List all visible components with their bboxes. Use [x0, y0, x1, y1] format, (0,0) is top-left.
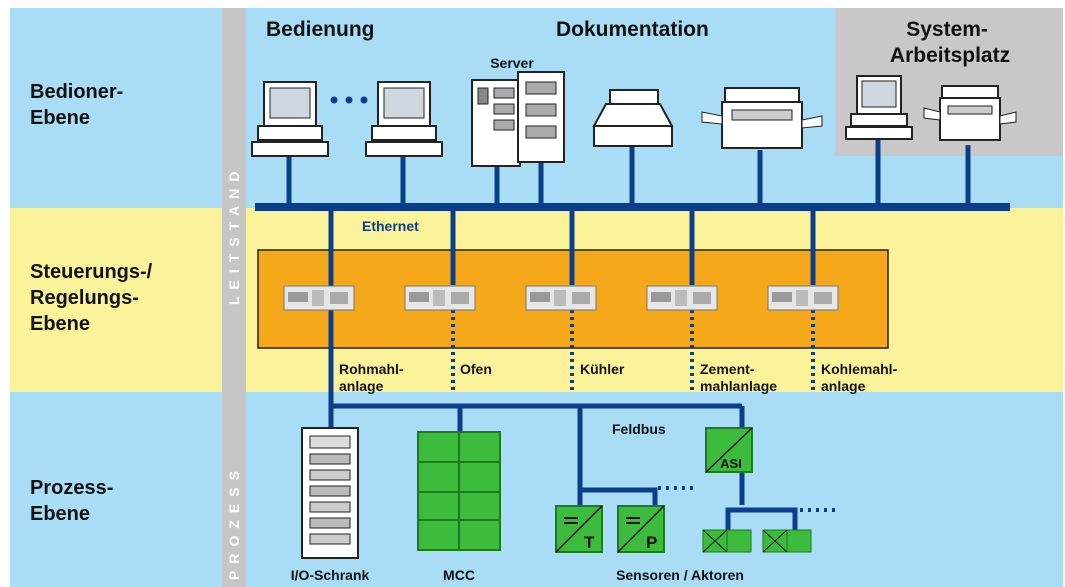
plc-module [404, 285, 476, 311]
plc-module [525, 285, 597, 311]
system-copier-icon [923, 85, 1017, 141]
io-schrank-label: I/O-Schrank [291, 567, 370, 583]
sensor-t-icon: T [555, 505, 603, 553]
sensor-p-icon: P [617, 505, 665, 553]
prozess-band [10, 392, 1063, 587]
actuator-icon [702, 529, 752, 553]
feldbus-ellipsis [658, 486, 840, 512]
plc-module [767, 285, 839, 311]
kuehler-label: Kühler [580, 361, 625, 377]
prozess-strip [222, 392, 246, 587]
feldbus-label: Feldbus [612, 421, 666, 437]
controller-drops [450, 208, 816, 285]
steuerungs-ebene-label: Steuerungs-/ Regelungs- Ebene [30, 261, 158, 335]
feldbus-lines [328, 403, 798, 530]
leitstand-label: LEITSTAND [226, 164, 242, 305]
actuator-icon [762, 529, 812, 553]
prozess-ebene-label: Prozess- Ebene [30, 477, 119, 525]
server-icon [471, 71, 565, 167]
leitstand-strip [222, 8, 246, 392]
ellipsis-icon [330, 96, 368, 104]
printer-icon [592, 89, 674, 147]
io-cabinet-icon [301, 427, 359, 559]
dokumentation-header: Dokumentation [556, 18, 709, 41]
ofen-label: Ofen [460, 361, 492, 377]
ethernet-label: Ethernet [362, 218, 419, 234]
plc-module [646, 285, 718, 311]
mcc-label: MCC [443, 567, 475, 583]
mcc-icon [417, 431, 501, 551]
bediener-ebene-label: Bedioner- Ebene [30, 81, 129, 129]
copier-icon [701, 87, 823, 149]
workstation-icon [251, 81, 329, 157]
system-workstation-icon [845, 75, 913, 140]
server-label: Server [490, 55, 534, 71]
kohlemahlanlage-label: Kohlemahl- anlage [821, 361, 901, 394]
workstation-icon [365, 81, 443, 157]
prozess-label: PROZESS [226, 464, 242, 580]
plc-module [283, 285, 355, 311]
asi-module-icon: ASI [705, 427, 753, 473]
bedienung-header: Bedienung [266, 18, 375, 41]
sensoren-aktoren-label: Sensoren / Aktoren [616, 567, 744, 583]
svg-text:ASI: ASI [720, 456, 742, 471]
ethernet-drops [286, 140, 971, 206]
svg-text:P: P [646, 533, 657, 552]
system-arbeitsplatz-header: System- Arbeitsplatz [890, 18, 1010, 67]
rohmahlanlage-label: Rohmahl- anlage [339, 361, 407, 394]
zementmahlanlage-label: Zement- mahlanlage [700, 361, 777, 394]
svg-text:T: T [584, 533, 595, 552]
